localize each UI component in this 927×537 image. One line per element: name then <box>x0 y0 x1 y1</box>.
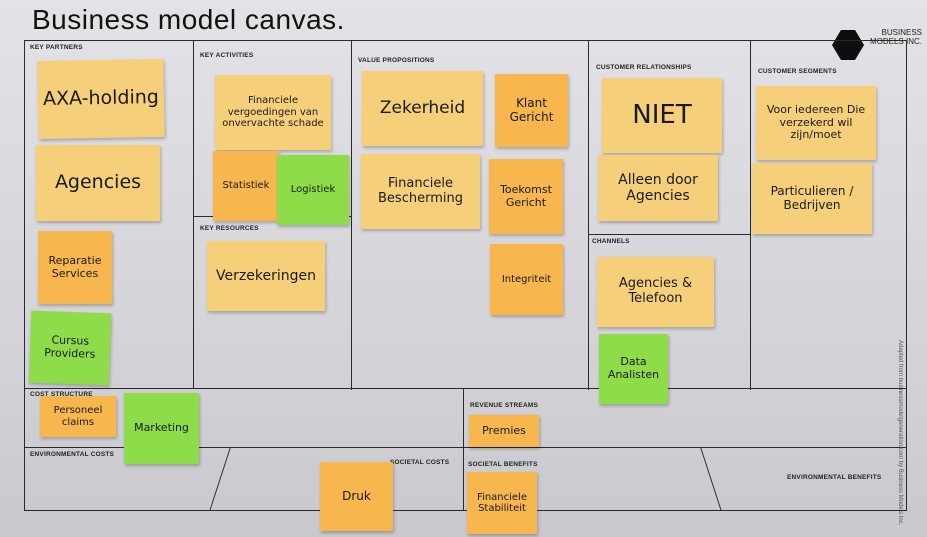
note-text: Alleen door Agencies <box>618 171 698 204</box>
note-text: Financiele Stabiliteit <box>477 491 527 515</box>
sticky-note-verzekeringen: Verzekeringen <box>207 241 325 311</box>
canvas-title: Business model canvas. <box>32 4 345 35</box>
note-text: Toekomst Gericht <box>500 182 552 209</box>
sticky-note-niet: NIET <box>602 78 722 153</box>
grid-cost-line <box>24 388 906 389</box>
logo-text: BUSINESS MODELS INC. <box>869 28 922 46</box>
grid-bottom-line <box>24 510 907 511</box>
sticky-note-financiele-stabiliteit: Financiele Stabiliteit <box>467 472 537 534</box>
label-key-resources: KEY RESOURCES <box>200 225 259 232</box>
grid-center-divider <box>463 388 464 510</box>
label-customer-relationships: CUSTOMER RELATIONSHIPS <box>596 64 692 71</box>
sticky-note-particulieren-bedrijven: Particulieren / Bedrijven <box>752 163 872 234</box>
sticky-note-agencies-telefoon: Agencies & Telefoon <box>597 257 714 327</box>
grid-divider-1 <box>193 40 194 388</box>
note-text: Personeel claims <box>53 405 103 428</box>
note-text: Agencies <box>54 171 142 194</box>
label-societal-benefits: SOCIETAL BENEFITS <box>468 461 538 468</box>
sticky-note-voor-iedereen: Voor iedereen Die verzekerd wil zijn/moe… <box>756 86 876 160</box>
label-key-activities: KEY ACTIVITIES <box>200 52 254 59</box>
sticky-note-logistiek: Logistiek <box>277 155 349 225</box>
note-text: Agencies & Telefoon <box>618 276 693 306</box>
credit-text: Adapted from businessmodelgeneration.com… <box>897 340 903 526</box>
grid-right-line <box>906 40 907 510</box>
grid-left-line <box>24 40 25 510</box>
grid-divider-3 <box>588 40 589 390</box>
sticky-note-statistiek: Statistiek <box>213 151 279 221</box>
label-environmental-costs: ENVIRONMENTAL COSTS <box>30 451 115 458</box>
note-text: Voor iedereen Die verzekerd wil zijn/moe… <box>766 103 866 142</box>
note-text: Klant Gericht <box>509 95 554 124</box>
grid-top-line <box>24 40 906 41</box>
sticky-note-klant-gericht: Klant Gericht <box>495 74 568 147</box>
sticky-note-toekomst-gericht: Toekomst Gericht <box>489 159 563 234</box>
sticky-note-axa-holding: AXA-holding <box>37 58 165 140</box>
sticky-note-personeel-claims: Personeel claims <box>40 396 116 437</box>
note-text: Statistiek <box>222 180 270 192</box>
sticky-note-reparatie-services: Reparatie Services <box>38 231 112 304</box>
sticky-note-financiele-vergoedingen: Financiele vergoedingen van onvervachte … <box>215 75 331 150</box>
note-text: Zekerheid <box>379 97 466 118</box>
sticky-note-druk: Druk <box>320 462 393 531</box>
label-environmental-benefits: ENVIRONMENTAL BENEFITS <box>787 474 882 481</box>
note-text: Reparatie Services <box>48 253 102 280</box>
note-text: Cursus Providers <box>44 333 96 361</box>
sticky-note-data-analisten: Data Analisten <box>599 334 668 404</box>
label-customer-segments: CUSTOMER SEGMENTS <box>758 68 837 75</box>
note-text: Verzekeringen <box>216 267 316 284</box>
note-text: Financiele Bescherming <box>378 175 463 206</box>
note-text: Financiele vergoedingen van onvervachte … <box>222 95 324 130</box>
label-channels: CHANNELS <box>592 238 630 245</box>
note-text: NIET <box>632 99 692 130</box>
label-cost-structure: COST STRUCTURE <box>30 391 93 398</box>
note-text: Particulieren / Bedrijven <box>770 183 854 212</box>
note-text: Data Analisten <box>607 355 660 381</box>
label-revenue-streams: REVENUE STREAMS <box>470 402 539 409</box>
note-text: Druk <box>342 488 371 503</box>
note-text: AXA-holding <box>42 86 160 111</box>
sticky-note-cursus-providers: Cursus Providers <box>28 310 112 386</box>
sticky-note-premies: Premies <box>469 415 539 447</box>
sticky-note-integriteit: Integriteit <box>490 244 563 315</box>
note-text: Marketing <box>134 421 189 435</box>
grid-env-line <box>24 447 906 448</box>
label-societal-costs: SOCIETAL COSTS <box>390 459 450 466</box>
note-text: Integriteit <box>501 273 552 285</box>
sticky-note-agencies-partner: Agencies <box>36 145 160 221</box>
sticky-note-alleen-door-agencies: Alleen door Agencies <box>598 155 718 221</box>
note-text: Logistiek <box>290 184 336 196</box>
grid-divider-2 <box>351 40 352 390</box>
label-value-propositions: VALUE PROPOSITIONS <box>358 57 435 64</box>
sticky-note-financiele-bescherming: Financiele Bescherming <box>361 154 480 229</box>
sticky-note-marketing: Marketing <box>124 393 199 464</box>
sticky-note-zekerheid: Zekerheid <box>362 71 483 146</box>
grid-channels-line <box>588 234 750 235</box>
grid-divider-4 <box>750 40 751 390</box>
note-text: Premies <box>482 423 526 437</box>
label-key-partners: KEY PARTNERS <box>30 44 83 51</box>
